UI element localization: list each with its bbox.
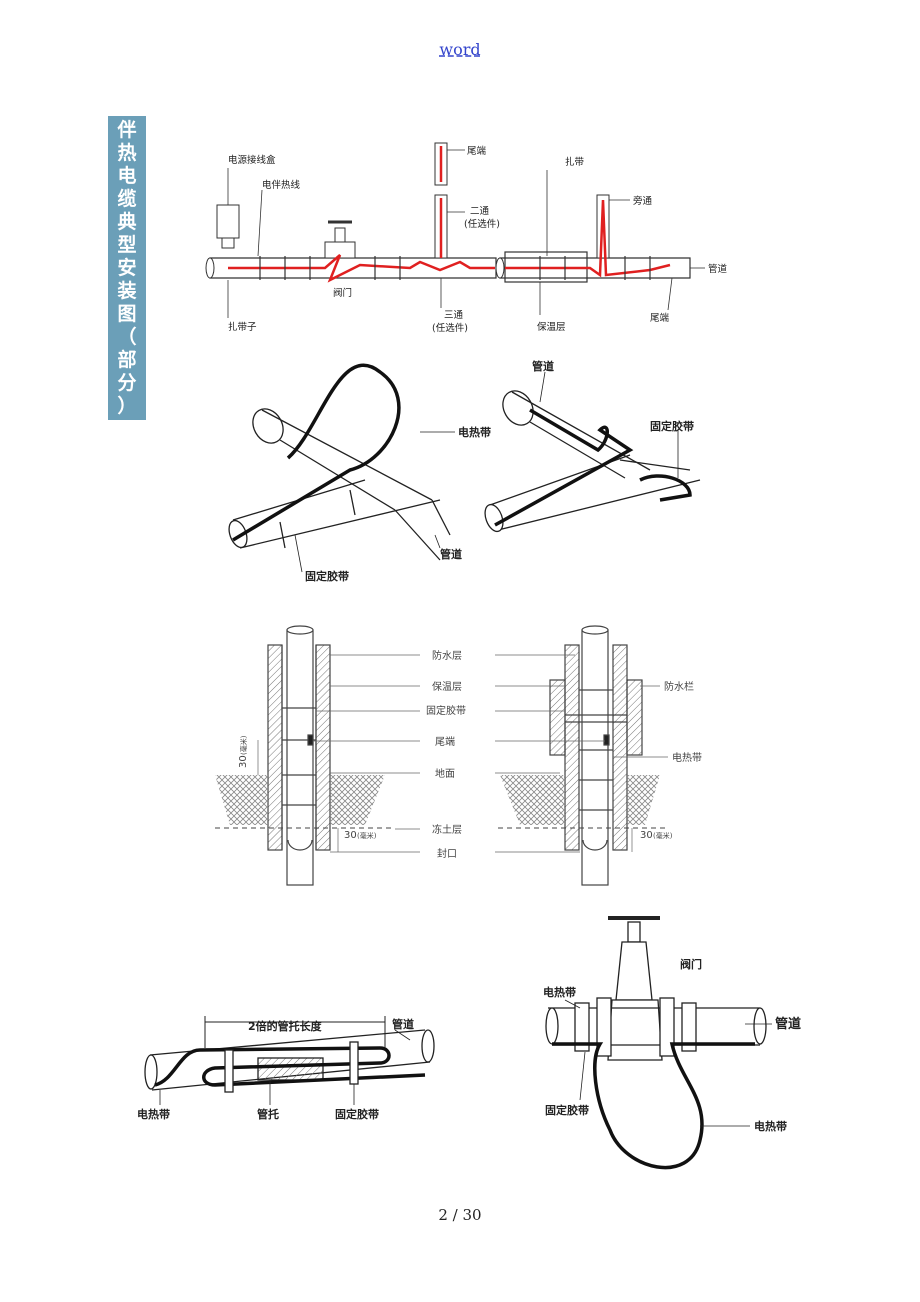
label-optional1: (任选件)	[464, 218, 500, 230]
figure-4-pipe-support	[144, 1016, 435, 1093]
side-title-char: 分	[117, 372, 137, 394]
label-heat-cable: 电伴热线	[262, 179, 301, 191]
figure-5-labels: 阀门 电热带 管道 固定胶带 电热带	[543, 957, 801, 1133]
label-valve-5: 阀门	[680, 957, 702, 971]
side-title-char: 电	[117, 165, 137, 187]
label-double-length: 2倍的管托长度	[248, 1019, 323, 1033]
label-dim-left-unit: (毫米)	[239, 735, 248, 755]
figure-1-pipeline-layout: 电源接线盒 电伴热线 尾端 二通 (任选件) 扎带 旁通 管道 阀门 扎带子 三…	[205, 142, 728, 334]
label-dim-left: 30	[238, 755, 249, 768]
label-heat-band-top: 电热带	[543, 985, 576, 999]
side-title-char: 装	[117, 280, 137, 302]
side-title-char: 安	[117, 257, 137, 279]
label-support: 管托	[257, 1107, 279, 1121]
label-tee2: 二通	[470, 206, 490, 217]
figure-3-underground: 防水层 保温层 固定胶带 尾端 地面 冻土层 封口 防水栏 电热带 30 (毫米…	[215, 625, 702, 886]
label-fix-tape-4: 固定胶带	[335, 1107, 379, 1121]
label-dim-right-unit: (毫米)	[653, 831, 673, 840]
side-title-char: 热	[117, 142, 137, 164]
label-pipe-4: 管道	[392, 1017, 414, 1031]
side-title-char: （	[117, 326, 137, 348]
side-title-char: ）	[117, 395, 137, 417]
label-dim-center: 30	[344, 830, 357, 841]
label-tail-top: 尾端	[467, 145, 487, 157]
side-title-char: 伴	[117, 119, 137, 141]
label-pipe-top: 管道	[532, 359, 554, 373]
label-power-box: 电源接线盒	[228, 154, 276, 166]
label-tail-end: 尾端	[650, 312, 670, 324]
label-frozen: 冻土层	[432, 823, 462, 836]
label-tie-clip: 扎带子	[228, 321, 257, 333]
label-tie: 扎带	[565, 156, 585, 168]
label-fix-tape-left: 固定胶带	[305, 569, 349, 583]
label-side-pass: 旁通	[633, 195, 653, 207]
label-waterproof: 防水层	[432, 649, 462, 662]
side-title-char: 典	[117, 211, 137, 233]
label-insulation: 保温层	[537, 321, 566, 333]
side-title-char: 部	[117, 349, 137, 371]
figure-2-labels: 电热带 管道 固定胶带 管道 固定胶带	[294, 359, 694, 583]
page-number: 2 / 30	[438, 1206, 482, 1224]
label-fix-tape-right: 固定胶带	[650, 419, 694, 433]
label-fix-tape-5: 固定胶带	[545, 1103, 589, 1117]
label-insulation-3: 保温层	[432, 680, 462, 693]
label-valve: 阀门	[333, 287, 352, 299]
side-title-char: 缆	[117, 188, 137, 210]
label-dim-right: 30	[640, 830, 653, 841]
label-heat-band: 电热带	[458, 425, 491, 439]
label-seal: 封口	[437, 847, 457, 860]
figure-4-labels: 2倍的管托长度 管道 电热带 管托 固定胶带	[137, 1017, 414, 1121]
label-waterproof-bar: 防水栏	[664, 680, 694, 693]
header-word-link[interactable]: word	[439, 40, 481, 59]
label-fix-tape-3: 固定胶带	[426, 704, 466, 717]
label-ground: 地面	[435, 767, 455, 780]
label-tail-3: 尾端	[435, 735, 455, 748]
side-title-banner: 伴 热 电 缆 典 型 安 装 图 （ 部 分 ）	[108, 116, 146, 420]
label-pipe: 管道	[708, 263, 728, 275]
label-pipe-5: 管道	[775, 1016, 801, 1032]
label-heat-band-right: 电热带	[754, 1119, 787, 1133]
figure-2-tee-pipes	[228, 363, 701, 561]
side-title-char: 型	[117, 234, 137, 256]
figure-5-valve	[545, 916, 767, 1170]
label-heat-band-4: 电热带	[137, 1107, 170, 1121]
label-tee3: 三通	[444, 310, 464, 321]
label-optional2: (任选件)	[432, 322, 468, 334]
side-title-char: 图	[117, 303, 137, 325]
label-dim-center-unit: (毫米)	[357, 831, 377, 840]
label-pipe-bottom: 管道	[440, 547, 462, 561]
label-heat-band-3: 电热带	[672, 751, 702, 764]
